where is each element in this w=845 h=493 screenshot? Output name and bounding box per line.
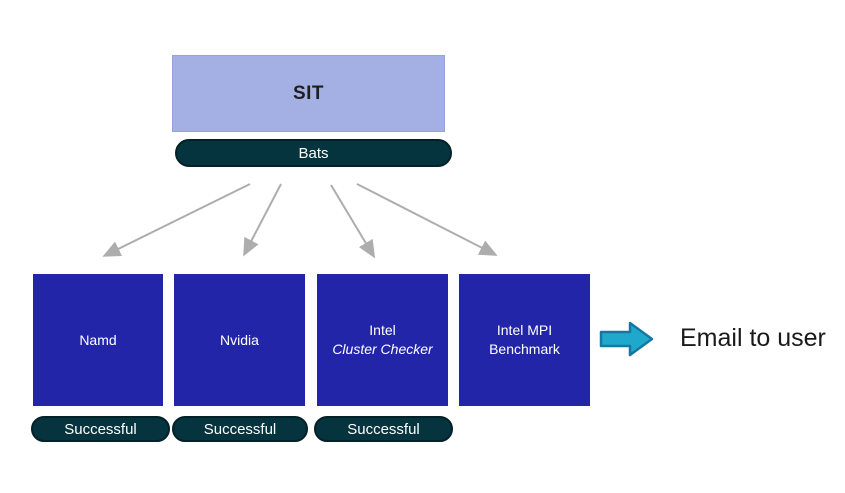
status-pill-nvidia: Successful: [172, 416, 308, 442]
test-label-line2: Benchmark: [489, 341, 560, 357]
test-node-intel-mpi-benchmark: Intel MPI Benchmark: [459, 274, 590, 406]
output-arrow-icon: [599, 321, 654, 357]
test-node-label: Intel MPI Benchmark: [489, 321, 560, 359]
email-to-user-label: Email to user: [680, 324, 826, 352]
test-node-label: Namd: [79, 331, 116, 350]
test-node-nvidia: Nvidia: [174, 274, 305, 406]
test-node-label: Intel Cluster Checker: [332, 321, 432, 359]
fan-arrow-2: [243, 183, 282, 257]
test-label-line1: Nvidia: [220, 331, 259, 348]
fan-arrow-3: [330, 184, 376, 259]
status-pill-intel-cluster-checker: Successful: [314, 416, 453, 442]
sit-node: SIT: [172, 55, 445, 132]
test-node-namd: Namd: [33, 274, 163, 406]
fan-arrow-4: [356, 183, 498, 256]
test-label-line1: Intel MPI: [496, 322, 553, 339]
status-pill-label: Successful: [203, 420, 277, 438]
status-pill-label: Successful: [64, 420, 137, 438]
test-label-line2: Cluster Checker: [332, 341, 433, 357]
sit-node-label: SIT: [292, 82, 325, 104]
test-node-label: Nvidia: [220, 331, 259, 350]
bats-pill-label: Bats: [298, 144, 329, 162]
status-pill-label: Successful: [347, 420, 420, 438]
test-node-intel-cluster-checker: Intel Cluster Checker: [317, 274, 448, 406]
status-pill-namd: Successful: [31, 416, 170, 442]
fan-arrow-1: [102, 183, 251, 257]
bats-pill: Bats: [175, 139, 452, 167]
test-label-line1: Intel: [369, 322, 396, 339]
test-label-line1: Namd: [79, 331, 117, 348]
